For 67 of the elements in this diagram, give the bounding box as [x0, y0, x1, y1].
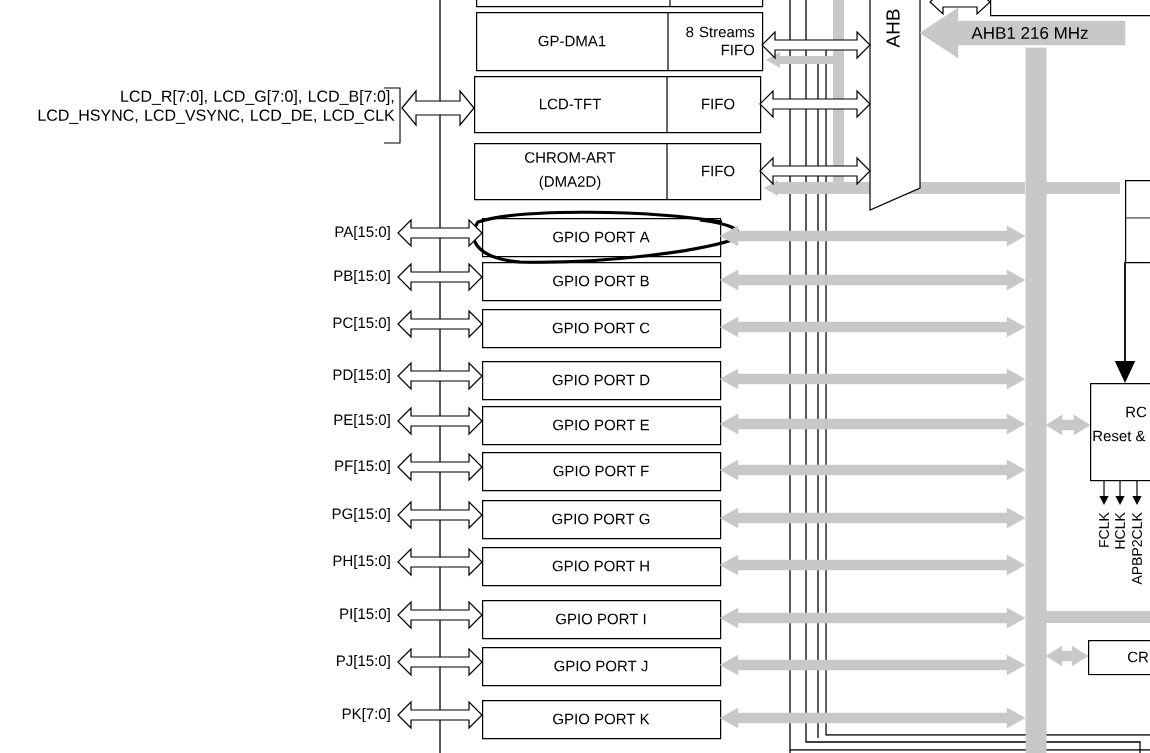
bus-arrow: [719, 707, 1026, 729]
double-arrow: [929, 0, 991, 16]
gpio-port-box: GPIO PORT H: [482, 547, 722, 587]
gpio-port-box: GPIO PORT A: [482, 218, 722, 258]
gpio-port-box: GPIO PORT B: [482, 262, 722, 302]
bus-matrix-block: AHB: [869, 0, 921, 211]
arrow: [1099, 479, 1109, 505]
pin-label: PB[15:0]: [334, 270, 390, 284]
edge-label: FCLK: [1098, 511, 1110, 549]
gpio-port-box: GPIO PORT C: [482, 309, 722, 349]
gpio-port-box: GPIO PORT J: [482, 647, 722, 687]
edge-label: HCLK: [1114, 511, 1126, 551]
gpio-port-box: GPIO PORT D: [482, 361, 722, 401]
double-arrow: [397, 218, 483, 248]
pin-label: PD[15:0]: [333, 369, 390, 383]
bus-arrow: [719, 225, 1026, 247]
arrow: [1132, 479, 1142, 505]
gpio-port-box: GPIO PORT F: [482, 452, 722, 492]
double-arrow: [401, 89, 475, 127]
block-box: [476, 0, 764, 8]
pin-label: PK[7:0]: [342, 708, 390, 722]
pin-label: PG[15:0]: [332, 508, 390, 522]
double-arrow: [397, 262, 483, 292]
block-box: CHROM-ART (DMA2D) FIFO: [474, 142, 762, 201]
signal-label: LCD_R[7:0], LCD_G[7:0], LCD_B[7:0], LCD_HSYNC, LCD_VSYNC, LCD_DE, LCD_CLK: [38, 90, 395, 124]
double-arrow: [397, 361, 483, 391]
double-arrow: [397, 500, 483, 530]
block-box: LCD-TFT FIFO: [474, 75, 762, 134]
bus-arrow: [719, 507, 1026, 529]
bus-arrow: [719, 554, 1026, 576]
pin-label: PI[15:0]: [340, 608, 390, 622]
gpio-port-box: GPIO PORT G: [482, 500, 722, 540]
rcc-box: RC Reset &: [1090, 383, 1150, 482]
bus-arrow: [719, 316, 1026, 338]
arrow: [1115, 479, 1125, 505]
double-arrow: [397, 452, 483, 482]
double-arrow: [397, 309, 483, 339]
double-arrow: [397, 700, 483, 730]
double-arrow: [397, 406, 483, 436]
bus-arrow: [719, 654, 1026, 676]
pin-label: PH[15:0]: [333, 555, 390, 569]
block-box: [1124, 180, 1150, 264]
double-arrow: [761, 30, 871, 60]
bus-arrow: [719, 607, 1026, 629]
block-box: [990, 0, 1150, 17]
block-box: GP-DMA1 8 Streams FIFO: [476, 11, 764, 72]
double-arrow: [759, 89, 871, 119]
pin-label: PJ[15:0]: [337, 655, 390, 669]
pin-label: PC[15:0]: [333, 317, 390, 331]
bus-arrow: [719, 459, 1026, 481]
double-arrow: [397, 647, 483, 677]
pin-label: PF[15:0]: [335, 460, 390, 474]
double-arrow: [397, 547, 483, 577]
crc-box: CR: [1088, 640, 1150, 676]
bus-arrow: [1045, 414, 1091, 436]
pin-label: PE[15:0]: [334, 414, 390, 428]
edge-label: APBP2CLK: [1131, 511, 1143, 586]
bus-arrow: [719, 269, 1026, 291]
gpio-port-box: GPIO PORT I: [482, 600, 722, 640]
bus-arrow: [719, 368, 1026, 390]
bus-arrow: [719, 413, 1026, 435]
double-arrow: [397, 600, 483, 630]
gpio-port-box: GPIO PORT E: [482, 406, 722, 446]
bus-arrow: [1045, 645, 1089, 667]
pin-label: PA[15:0]: [335, 226, 390, 240]
double-arrow: [759, 156, 871, 186]
gpio-port-box: GPIO PORT K: [482, 700, 722, 740]
